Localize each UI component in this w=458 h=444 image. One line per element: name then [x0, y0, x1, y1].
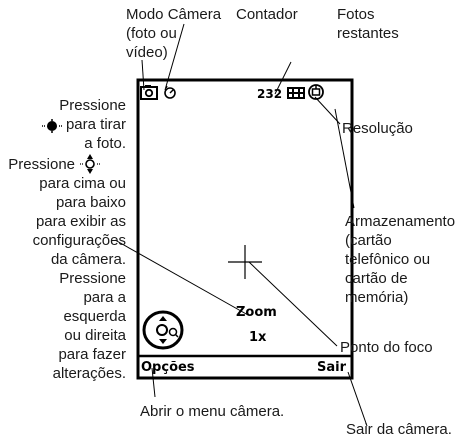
- leader-exit: [347, 371, 368, 427]
- leader-remaining: [274, 61, 292, 95]
- nav-updown-icon: [80, 154, 100, 174]
- resolution-icon: [287, 87, 305, 99]
- leader-nav-description: [114, 239, 249, 316]
- resolution-label: Resolução: [342, 120, 413, 137]
- press-center-label-a: Pressione: [59, 97, 126, 114]
- storage-icon: [308, 84, 324, 100]
- zoom-value: 1x: [249, 330, 267, 345]
- leader-counter: [164, 23, 185, 91]
- zoom-label: Zoom: [236, 305, 277, 320]
- counter-label: Contador: [236, 6, 298, 23]
- display-frame: [136, 78, 354, 380]
- leader-focus: [248, 261, 338, 347]
- press-center-label-b: para tirar a foto.: [65, 116, 126, 152]
- focus-label: Ponto do foco: [340, 339, 433, 356]
- nav-center-icon: [42, 119, 62, 133]
- press-updown-label-a: Pressione: [8, 156, 75, 173]
- leader-resolution: [314, 96, 341, 125]
- leader-open-menu: [151, 367, 156, 398]
- camera-icon: [140, 85, 158, 100]
- left-softkey[interactable]: Opções: [141, 360, 195, 375]
- press-updown-label-b: para cima ou para baixo para exibir as c…: [32, 175, 126, 382]
- open-menu-label: Abrir o menu câmera.: [140, 403, 285, 420]
- storage-label: Armazenamento (cartão telefônico ou cart…: [345, 213, 456, 306]
- timer-icon: [164, 85, 176, 99]
- exit-label: Sair da câmera.: [346, 421, 452, 438]
- photo-count: 232: [257, 87, 283, 101]
- navigation-key-icon: [142, 310, 184, 350]
- mode-label: Modo Câmera (foto ou vídeo): [126, 6, 222, 61]
- remaining-label: Fotos restantes: [337, 6, 399, 42]
- leader-mode: [141, 59, 145, 91]
- leader-storage: [334, 108, 355, 209]
- right-softkey[interactable]: Sair: [317, 360, 347, 375]
